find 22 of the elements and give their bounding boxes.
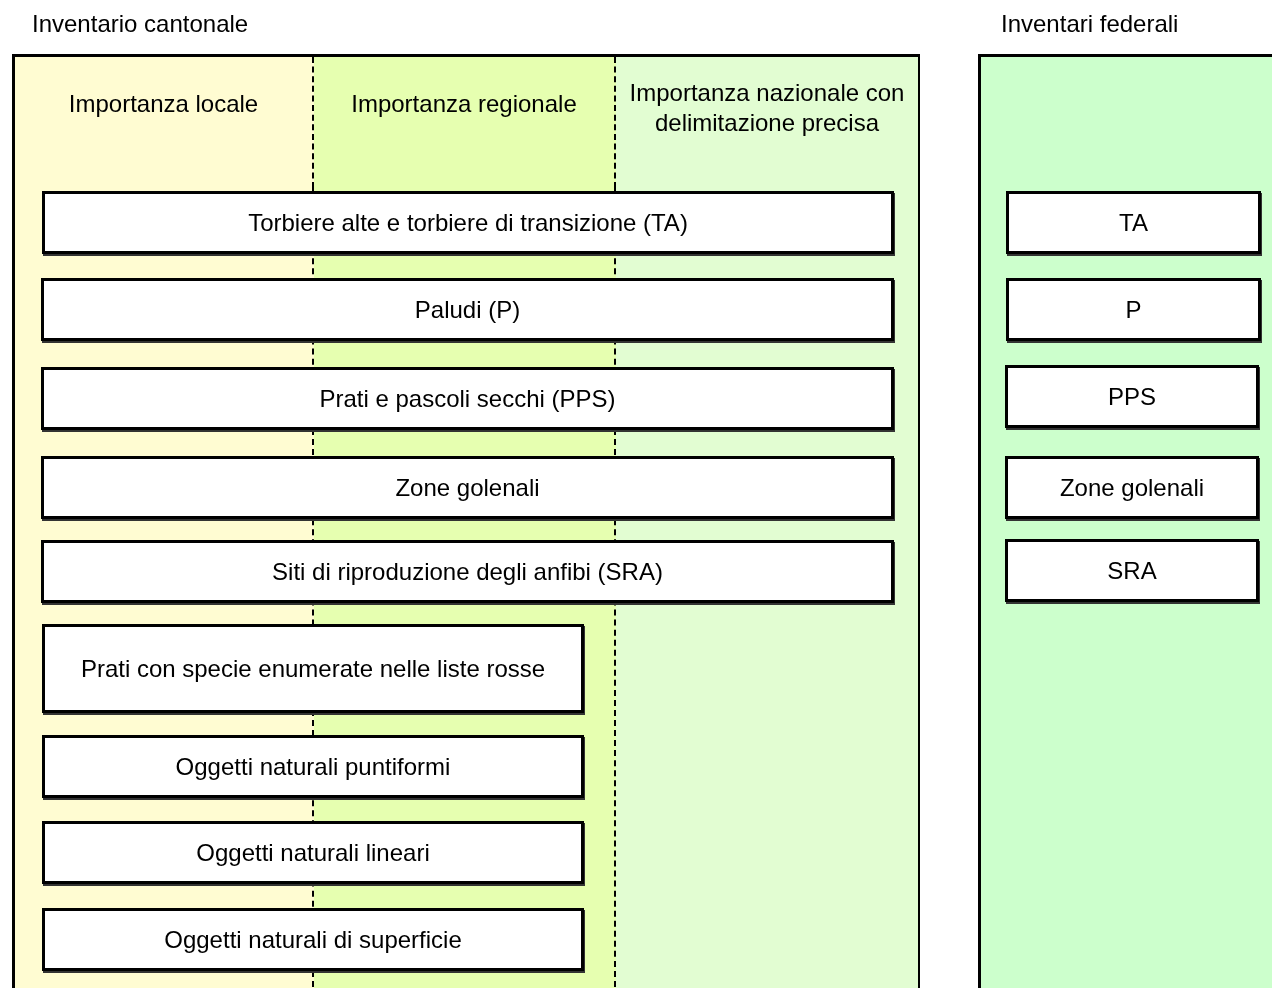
column-band [314, 57, 616, 188]
section-heading: Inventari federali [1001, 10, 1179, 38]
category-box: Zone golenali [41, 456, 894, 519]
category-box: PPS [1005, 365, 1259, 428]
category-box: Oggetti naturali puntiformi [42, 735, 584, 798]
category-box: Zone golenali [1005, 456, 1259, 519]
category-box: Torbiere alte e torbiere di transizione (TA) [42, 191, 894, 254]
column-band [15, 57, 314, 188]
category-box: Oggetti naturali lineari [42, 821, 584, 884]
column-heading: Importanza regionale [350, 89, 578, 119]
category-box: Prati e pascoli secchi (PPS) [41, 367, 894, 430]
category-box: P [1006, 278, 1261, 341]
category-box: Oggetti naturali di superficie [42, 908, 584, 971]
category-box: Siti di riproduzione degli anfibi (SRA) [41, 540, 894, 603]
category-box: Paludi (P) [41, 278, 894, 341]
column-heading: Importanza nazionale con delimitazione precisa [628, 78, 906, 138]
category-box: TA [1006, 191, 1261, 254]
category-box: Prati con specie enumerate nelle liste rosse [42, 624, 584, 713]
column-band [616, 57, 918, 188]
column-heading: Importanza locale [67, 89, 260, 119]
category-box: SRA [1005, 539, 1259, 602]
section-heading: Inventario cantonale [32, 10, 249, 38]
